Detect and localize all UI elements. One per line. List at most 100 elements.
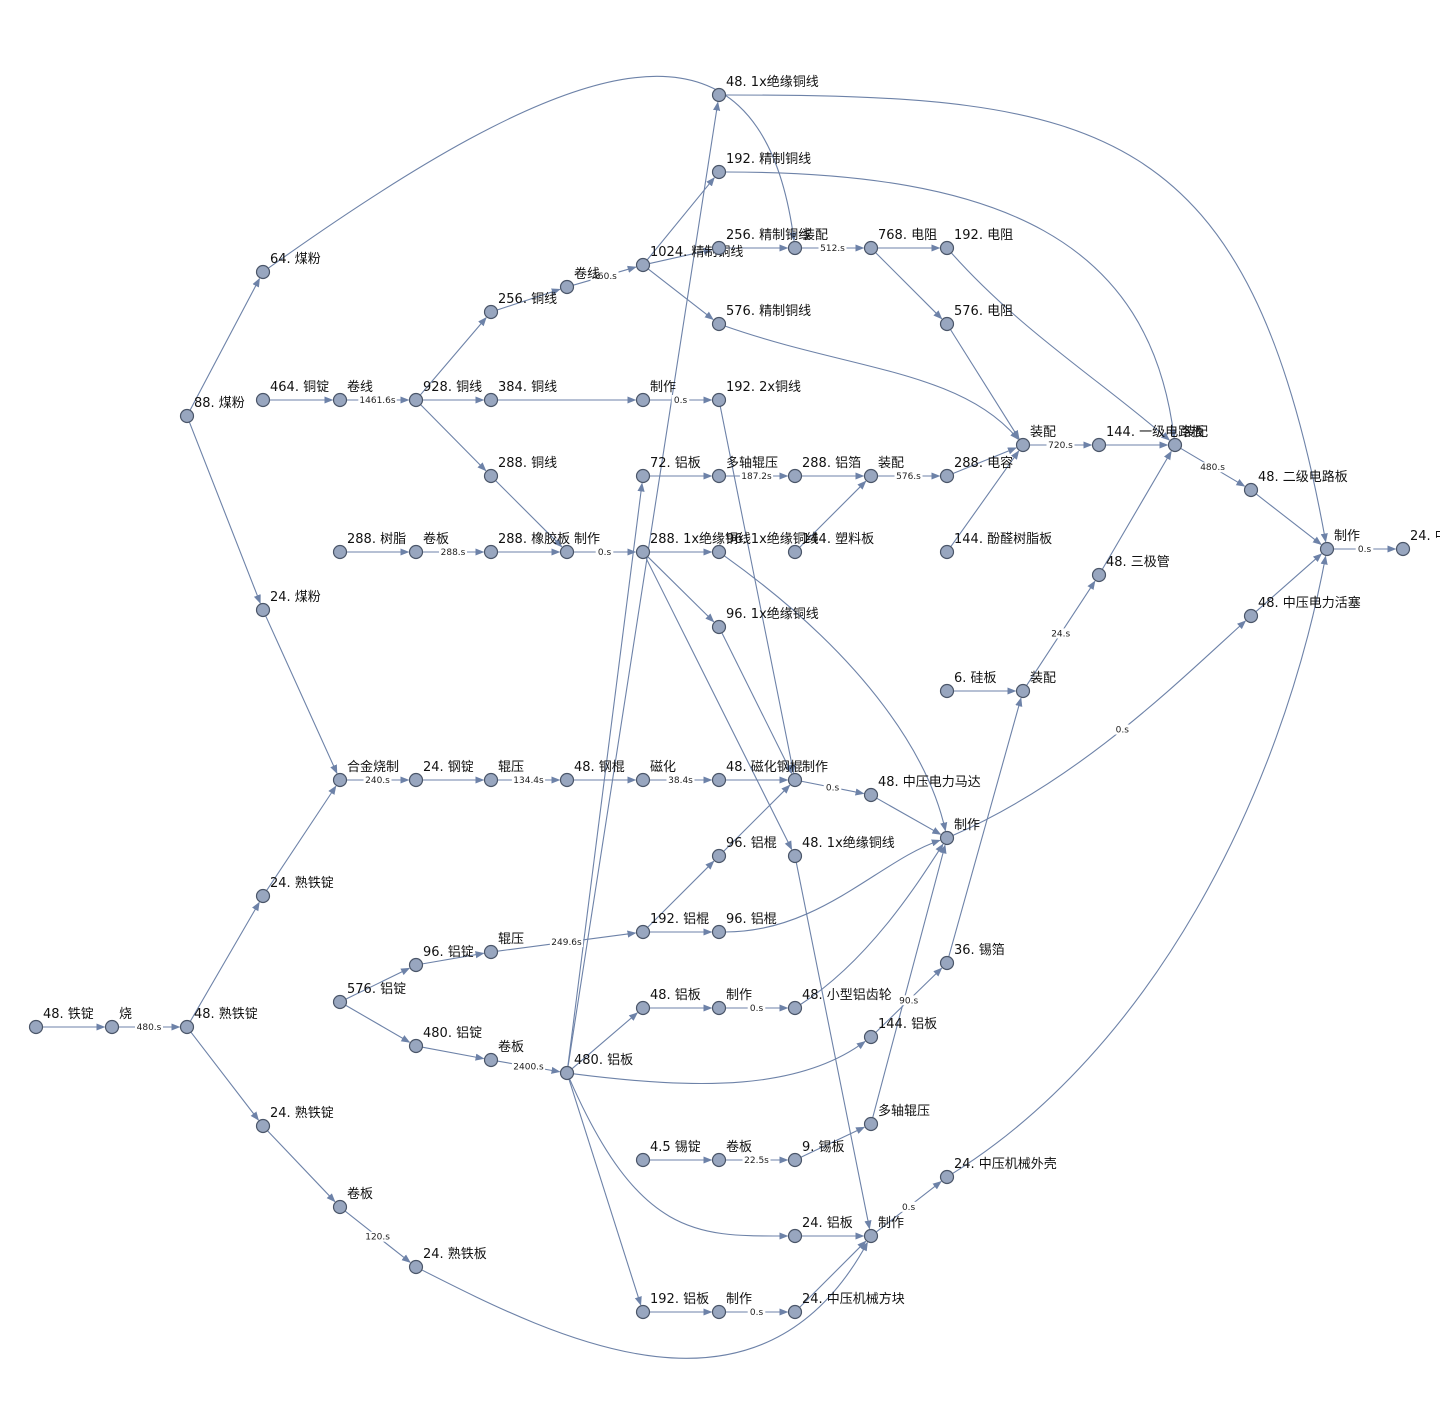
graph-node: 24. 中压机械外壳 xyxy=(939,1157,1057,1185)
node-label: 24. 熟铁锭 xyxy=(270,1105,334,1121)
node-label: 1024. 精制铜线 xyxy=(650,245,743,260)
node-dot xyxy=(787,1304,803,1320)
graph-node: 144. 塑料板 xyxy=(787,532,874,560)
graph-node: 卷板 xyxy=(408,531,449,560)
graph-node: 多轴辊压 xyxy=(711,455,778,484)
node-label: 288. 电容 xyxy=(954,455,1013,471)
node-label: 192. 精制铜线 xyxy=(726,152,811,167)
edge-label-bg xyxy=(742,1155,771,1165)
edge-n33-n37 xyxy=(645,557,793,851)
edge-label-bg xyxy=(899,1201,918,1212)
graph-node: 装配 xyxy=(787,228,828,256)
node-label: 72. 铝板 xyxy=(650,456,701,471)
node-label: 144. 一级电路板 xyxy=(1106,424,1204,440)
node-label: 64. 煤粉 xyxy=(270,252,321,267)
node-label: 多轴辊压 xyxy=(878,1103,930,1119)
node-dot xyxy=(711,240,727,256)
graph-node: 288. 铝箔 xyxy=(787,455,861,484)
node-label: 288. 铝箔 xyxy=(802,455,861,471)
node-label: 384. 铜线 xyxy=(498,380,557,395)
node-dot xyxy=(483,772,499,788)
edge-n36-n49 xyxy=(725,94,1328,543)
node-label: 88. 煤粉 xyxy=(194,396,245,411)
node-label: 480. 铝锭 xyxy=(423,1026,482,1041)
graph-node: 576. 电阻 xyxy=(939,304,1013,332)
graph-node: 144. 铝板 xyxy=(863,1017,937,1045)
graph-node: 64. 煤粉 xyxy=(255,252,321,280)
graph-node: 72. 铝板 xyxy=(635,456,701,484)
node-label: 48. 1x绝缘铜线 xyxy=(726,74,819,90)
edge-label-bg xyxy=(1049,628,1073,639)
graph-node: 256. 铜线 xyxy=(483,292,557,320)
edge-n28-n32 xyxy=(495,480,563,548)
graph-node: 576. 精制铜线 xyxy=(711,304,811,332)
node-dot xyxy=(1091,437,1107,453)
node-dot xyxy=(559,279,575,295)
edge-duration-label: 0.s xyxy=(826,783,840,793)
node-dot xyxy=(711,164,727,180)
edge-n5-n41 xyxy=(267,75,797,269)
node-label: 192. 铝棍 xyxy=(650,912,709,927)
graph-node: 96. 铝锭 xyxy=(408,945,474,973)
node-label: 9. 锡板 xyxy=(802,1140,845,1155)
edge-n48-n49 xyxy=(1255,493,1322,545)
node-label: 288. 橡胶板 xyxy=(498,531,570,547)
edge-label-bg xyxy=(358,395,397,405)
graph-node: 制作 xyxy=(939,818,980,846)
node-label: 24. 铝板 xyxy=(802,1216,853,1231)
graph-node: 装配 xyxy=(1015,425,1056,453)
graph-node: 88. 煤粉 xyxy=(179,396,245,424)
node-dot xyxy=(1243,482,1259,498)
node-dot xyxy=(711,772,727,788)
node-dot xyxy=(711,87,727,103)
node-dot xyxy=(28,1019,44,1035)
edge-n38-n47 xyxy=(725,171,1177,439)
node-dot xyxy=(408,772,424,788)
graph-node: 制作 xyxy=(559,532,600,560)
graph-node: 576. 铝锭 xyxy=(332,982,406,1010)
edge-label-bg xyxy=(823,782,842,793)
graph-node: 480. 铝板 xyxy=(559,1053,633,1081)
node-label: 192. 铝板 xyxy=(650,1292,709,1307)
node-label: 192. 2x铜线 xyxy=(726,380,801,395)
node-label: 288. 铜线 xyxy=(498,456,557,471)
graph-node: 48. 中压电力活塞 xyxy=(1243,595,1361,624)
graph-node: 48. 1x绝缘铜线 xyxy=(787,835,895,864)
node-label: 288. 1x绝缘铜线 xyxy=(650,531,751,547)
node-label: 制作 xyxy=(574,532,600,547)
graph-node: 6. 硅板 xyxy=(939,671,997,699)
graph-node: 48. 磁化钢棍 xyxy=(711,760,803,788)
edge-n77-n62 xyxy=(872,844,947,1118)
node-dot xyxy=(332,772,348,788)
edge-duration-label: 90.s xyxy=(899,996,918,1006)
edge-n24-n39 xyxy=(649,247,713,265)
graph-node: 24. 铝板 xyxy=(787,1216,853,1244)
node-label: 卷板 xyxy=(347,1186,373,1202)
edge-n34-n62 xyxy=(723,555,948,832)
node-dot xyxy=(179,1019,195,1035)
edge-label-bg xyxy=(747,1003,766,1013)
edge-n55-n45 xyxy=(952,447,1017,475)
node-label: 辊压 xyxy=(498,932,524,947)
edge-n7-n11 xyxy=(266,785,337,891)
graph-node: 辊压 xyxy=(483,932,524,960)
graph-node: 制作 xyxy=(635,380,676,408)
graph-node: 9. 锡板 xyxy=(787,1140,845,1168)
node-dot xyxy=(635,1000,651,1016)
node-label: 合金烧制 xyxy=(347,759,399,775)
edge-n3-n8 xyxy=(190,1031,259,1121)
node-dot xyxy=(635,544,651,560)
edge-n24-n40 xyxy=(647,268,714,320)
edge-n69-n70 xyxy=(422,1046,485,1061)
edge-n3-n7 xyxy=(189,901,260,1022)
edge-n27-n17 xyxy=(719,406,796,774)
edge-duration-label: 0.s xyxy=(902,1203,916,1213)
edge-n71-n75 xyxy=(573,1040,866,1085)
edge-n66-n67 xyxy=(345,967,411,1000)
edge-n67-n68 xyxy=(422,951,485,965)
graph-node: 192. 精制铜线 xyxy=(711,152,811,180)
node-dot xyxy=(255,264,271,280)
graph-node: 多轴辊压 xyxy=(863,1103,930,1132)
edge-label-bg xyxy=(747,1307,766,1317)
edge-label-bg xyxy=(1046,440,1075,450)
